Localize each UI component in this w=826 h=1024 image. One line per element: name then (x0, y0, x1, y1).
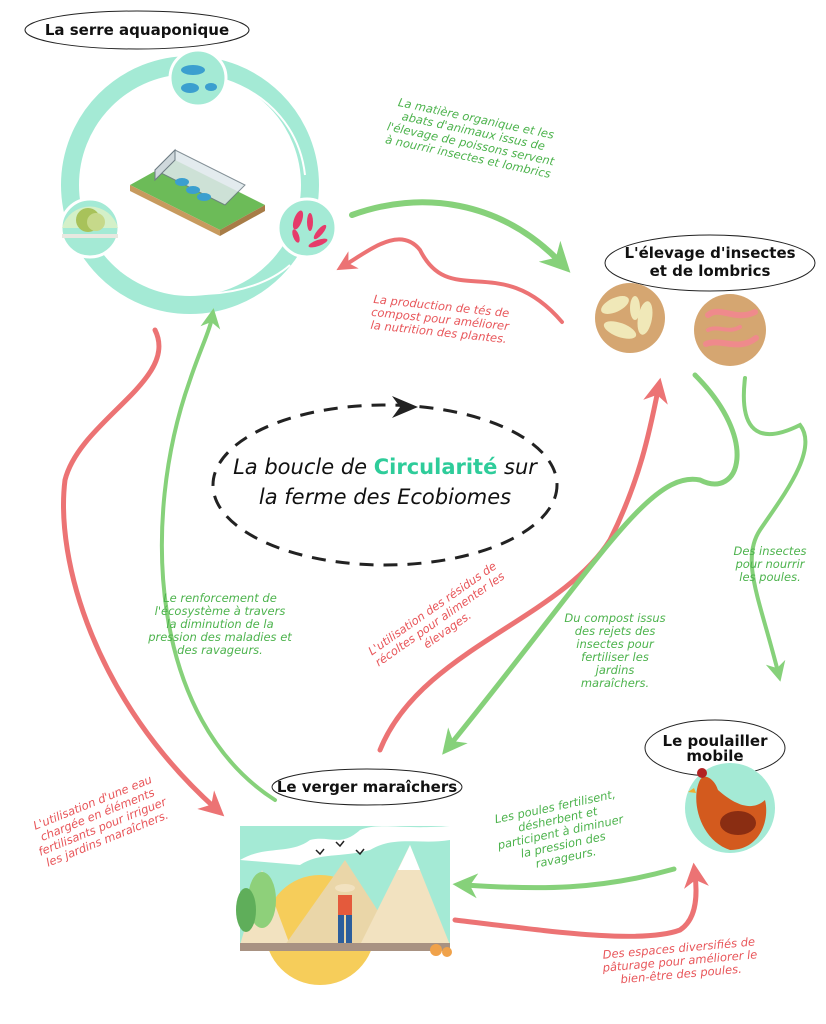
greenhouse-icon (130, 148, 265, 236)
center-title: La boucle de Circularité sur la ferme de… (205, 452, 565, 512)
flow-arrow-serre-to-verger (61, 327, 225, 817)
caption-line: Des insectes (733, 544, 807, 558)
loop-arrowhead-icon (392, 396, 418, 418)
node-label-poulailler: Le poulailler mobile (645, 734, 785, 764)
farmer-landscape-icon (236, 826, 452, 985)
elevage-label-bubble (604, 234, 816, 292)
caption-line: des rejets des (574, 624, 656, 638)
fish-icon (168, 48, 228, 108)
caption-line: des ravageurs. (177, 643, 263, 657)
caption-line: l'écosystème à travers (154, 604, 286, 618)
node-label-elevage: L'élevage d'insectes et de lombrics (605, 244, 815, 280)
caption-line: insectes pour (576, 637, 654, 651)
caption-line: jardins (595, 663, 635, 677)
caption-line: les poules. (739, 570, 801, 584)
title-prefix: La boucle de (233, 455, 374, 479)
title-suffix: sur (497, 455, 537, 479)
caption-line: pour nourrir (735, 557, 805, 571)
verger-label-bubble (271, 768, 463, 806)
flow-arrow-serre-to-elevage (349, 199, 571, 273)
node-label-elevage-line1: L'élevage d'insectes (624, 244, 796, 262)
caption-verger-to-serre: Le renforcement de l'écosystème à traver… (135, 592, 305, 657)
caption-line: pression des maladies et (148, 630, 292, 644)
lettuce-icon (59, 197, 121, 259)
serre-label-bubble (24, 10, 250, 50)
node-label-poulailler-line2: mobile (686, 747, 744, 765)
flow-arrow-elevage-to-poulailler (741, 376, 808, 682)
flow-arrow-elevage-to-serre (336, 237, 564, 324)
caption-elevage-to-poulailler: Des insectes pour nourrir les poules. (725, 545, 815, 584)
hen-icon (685, 763, 775, 853)
caption-line: la diminution de la (166, 617, 274, 631)
larvae-icon (595, 283, 665, 353)
node-label-verger: Le verger maraîchers (276, 778, 458, 796)
title-line2: la ferme des Ecobiomes (258, 485, 512, 509)
flow-arrow-poulailler-to-verger (452, 866, 677, 899)
central-loop (211, 396, 559, 567)
node-label-poulailler-line1: Le poulailler (662, 732, 768, 750)
caption-line: Le renforcement de (163, 591, 277, 605)
flow-arrow-verger-to-poulailler (452, 862, 709, 939)
title-accent: Circularité (373, 455, 498, 479)
earthworm-icon (694, 294, 766, 366)
caption-elevage-to-verger: Du compost issus des rejets des insectes… (555, 612, 675, 690)
caption-line: fertiliser les (581, 650, 649, 664)
caption-line: Du compost issus (564, 611, 666, 625)
node-label-serre: La serre aquaponique (44, 21, 230, 39)
flow-arrow-verger-to-elevage (377, 377, 668, 753)
flow-arrow-elevage-to-verger (442, 372, 740, 755)
caption-line: maraîchers. (580, 676, 650, 690)
flow-arrow-verger-to-serre (159, 308, 277, 802)
bacteria-icon (276, 197, 338, 259)
node-label-elevage-line2: et de lombrics (649, 262, 771, 280)
